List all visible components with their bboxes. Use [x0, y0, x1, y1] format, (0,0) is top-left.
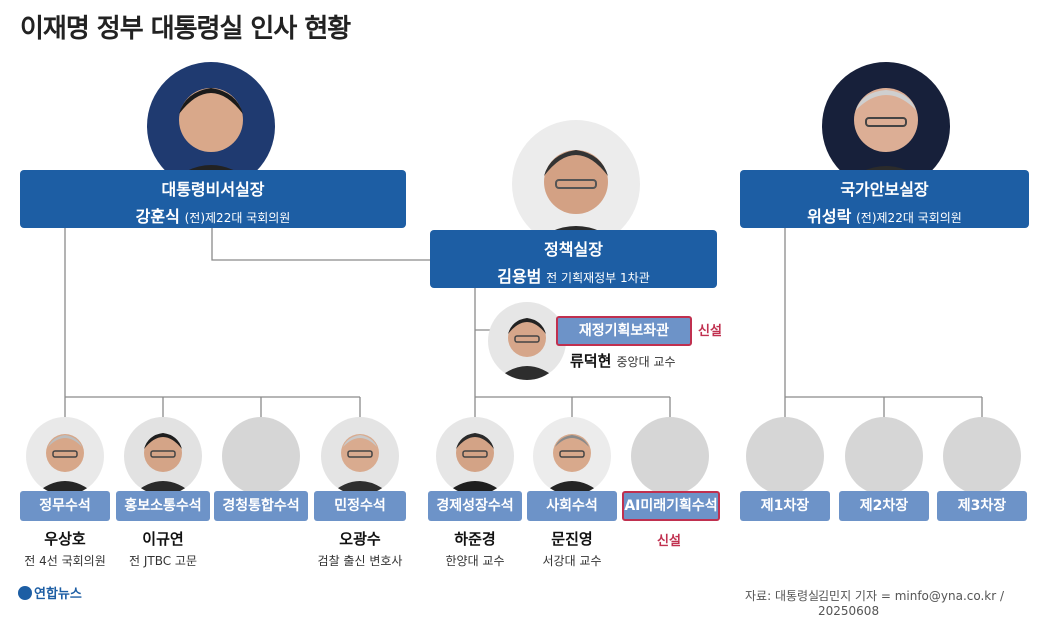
secretary-name-4: 오광수	[339, 530, 381, 548]
security-chief-box: 국가안보실장 위성락 (전)제22대 국회의원	[740, 170, 1029, 228]
secretary-photo-1	[26, 417, 104, 495]
secretary-role-3: 경청통합수석	[214, 491, 308, 521]
chief-of-staff-role: 대통령비서실장	[161, 180, 265, 199]
policy-chief-role: 정책실장	[544, 240, 603, 259]
secretary-role-9: 제2차장	[839, 491, 929, 521]
secretary-note-4: 검찰 출신 변호사	[317, 554, 403, 568]
secretary-role-10: 제3차장	[937, 491, 1027, 521]
logo-text: 연합뉴스	[34, 587, 82, 602]
policy-chief-box: 정책실장 김용범 전 기획재정부 1차관	[430, 230, 717, 288]
secretary-photo-9-placeholder	[845, 417, 923, 495]
page-title: 이재명 정부 대통령실 인사 현황	[20, 14, 351, 44]
secretary-photo-10-placeholder	[943, 417, 1021, 495]
secretary-photo-2	[124, 417, 202, 495]
secretary-name-6: 문진영	[551, 530, 593, 548]
secretary-role-8: 제1차장	[740, 491, 830, 521]
secretary-role-6: 사회수석	[527, 491, 617, 521]
security-chief-photo	[822, 62, 950, 190]
policy-chief-name: 김용범	[497, 267, 542, 286]
chief-of-staff-box: 대통령비서실장 강훈식 (전)제22대 국회의원	[20, 170, 406, 228]
fiscal-aide-name: 류덕현	[570, 352, 612, 370]
security-chief-note: (전)제22대 국회의원	[856, 211, 962, 225]
secretary-name-2: 이규연	[142, 530, 184, 548]
secretary-name-5: 하준경	[454, 530, 496, 548]
secretary-note-2: 전 JTBC 고문	[128, 554, 198, 568]
fiscal-aide-info: 류덕현 중앙대 교수	[570, 350, 676, 371]
yonhap-logo-mark-icon	[18, 586, 32, 600]
fiscal-aide-photo	[488, 302, 566, 380]
secretary-role-2: 홍보소통수석	[116, 491, 210, 521]
chief-of-staff-note: (전)제22대 국회의원	[184, 211, 291, 225]
credit-text: 김민지 기자 = minfo@yna.co.kr / 20250608	[818, 589, 1005, 618]
source-text: 자료: 대통령실	[745, 589, 820, 603]
secretary-photo-4	[321, 417, 399, 495]
secretary-name-1: 우상호	[44, 530, 86, 548]
secretary-photo-7-placeholder	[631, 417, 709, 495]
secretary-role-4: 민정수석	[314, 491, 406, 521]
secretary-role-7: AI미래기획수석	[622, 491, 720, 521]
chief-of-staff-name: 강훈식	[135, 207, 180, 226]
secretary-7-new-tag: 신설	[657, 534, 681, 549]
secretary-photo-5	[436, 417, 514, 495]
security-chief-name: 위성락	[807, 207, 852, 226]
policy-chief-note: 전 기획재정부 1차관	[546, 271, 650, 285]
policy-chief-photo	[512, 120, 640, 248]
secretary-role-1: 정무수석	[20, 491, 110, 521]
secretary-note-6: 서강대 교수	[542, 554, 602, 568]
secretary-photo-6	[533, 417, 611, 495]
fiscal-aide-role-box: 재정기획보좌관	[556, 316, 692, 346]
security-chief-role: 국가안보실장	[840, 180, 929, 199]
secretary-photo-3-placeholder	[222, 417, 300, 495]
fiscal-aide-new-tag: 신설	[698, 324, 722, 339]
fiscal-aide-note: 중앙대 교수	[616, 355, 676, 369]
secretary-note-5: 한양대 교수	[445, 554, 505, 568]
yonhap-logo: 연합뉴스	[18, 583, 82, 602]
secretary-photo-8-placeholder	[746, 417, 824, 495]
secretary-note-1: 전 4선 국회의원	[24, 554, 106, 568]
secretary-role-5: 경제성장수석	[428, 491, 522, 521]
